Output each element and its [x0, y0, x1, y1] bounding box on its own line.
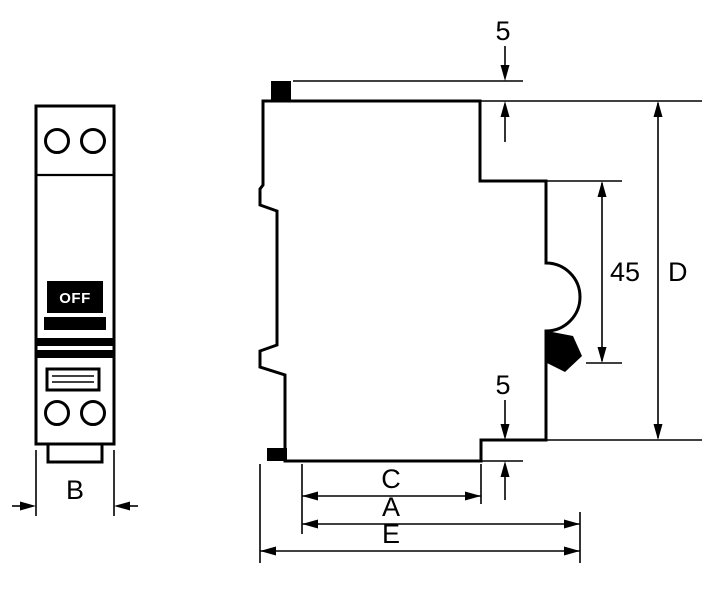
- arrowhead-left-icon: [302, 491, 318, 501]
- arrowhead-left-icon: [260, 546, 276, 556]
- dim-depths: C A E: [259, 464, 581, 563]
- dim-label-c: C: [381, 464, 401, 494]
- front-stripe-upper: [36, 338, 114, 346]
- din-rail-clip: [547, 331, 582, 372]
- toggle-switch-base: [44, 317, 106, 330]
- arrowhead-up-icon: [500, 101, 510, 117]
- bottom-mounting-tab: [46, 442, 104, 464]
- dim-label-e: E: [382, 519, 400, 549]
- arrowhead-down-icon: [597, 347, 607, 363]
- dim-body-depth-a: A: [302, 492, 580, 529]
- dim-front-depth-c: C: [302, 464, 481, 501]
- arrowhead-right-icon: [564, 546, 580, 556]
- dim-label-45: 45: [610, 257, 640, 287]
- arrowhead-left-icon: [302, 519, 318, 529]
- bottom-mounting-lug: [267, 448, 287, 461]
- breaker-body-side-profile: [258, 99, 582, 463]
- side-view: 5 45 D 5: [258, 16, 702, 563]
- terminal-screw-top-left: [44, 128, 70, 154]
- arrowhead-right-icon: [465, 491, 481, 501]
- arrowhead-down-icon: [500, 65, 510, 81]
- arrowhead-right-icon: [564, 519, 580, 529]
- top-mounting-lug: [271, 81, 291, 101]
- dim-top-clearance-5: 5: [495, 16, 511, 142]
- arrowhead-up-icon: [597, 181, 607, 197]
- toggle-switch: [47, 281, 103, 313]
- dim-bottom-clearance-5: 5: [495, 370, 511, 500]
- arrowhead-down-icon: [500, 424, 510, 440]
- terminal-screw-bottom-left: [44, 400, 70, 426]
- dim-width-b: B: [12, 450, 138, 516]
- dim-overall-depth-e: E: [260, 519, 580, 556]
- dim-recess-height-45: 45: [597, 181, 640, 363]
- front-stripe-lower: [36, 350, 114, 358]
- dim-overall-height-d: D: [653, 101, 688, 440]
- terminal-screw-top-right: [80, 128, 106, 154]
- dim-label-a: A: [382, 492, 400, 522]
- dim-label-5-bottom: 5: [495, 370, 510, 400]
- arrowhead-down-icon: [653, 424, 663, 440]
- arrowhead-right-icon: [20, 501, 36, 511]
- arrowhead-up-icon: [500, 461, 510, 477]
- dim-label-d: D: [668, 257, 688, 287]
- label-window: [45, 367, 101, 392]
- dim-label-5-top: 5: [495, 16, 510, 46]
- arrowhead-up-icon: [653, 101, 663, 117]
- front-view: OFF B: [12, 104, 138, 516]
- arrowhead-left-icon: [114, 501, 130, 511]
- terminal-screw-bottom-right: [80, 400, 106, 426]
- breaker-body-front: [34, 104, 116, 446]
- toggle-switch-label: OFF: [59, 290, 91, 307]
- dim-label-b: B: [66, 475, 84, 505]
